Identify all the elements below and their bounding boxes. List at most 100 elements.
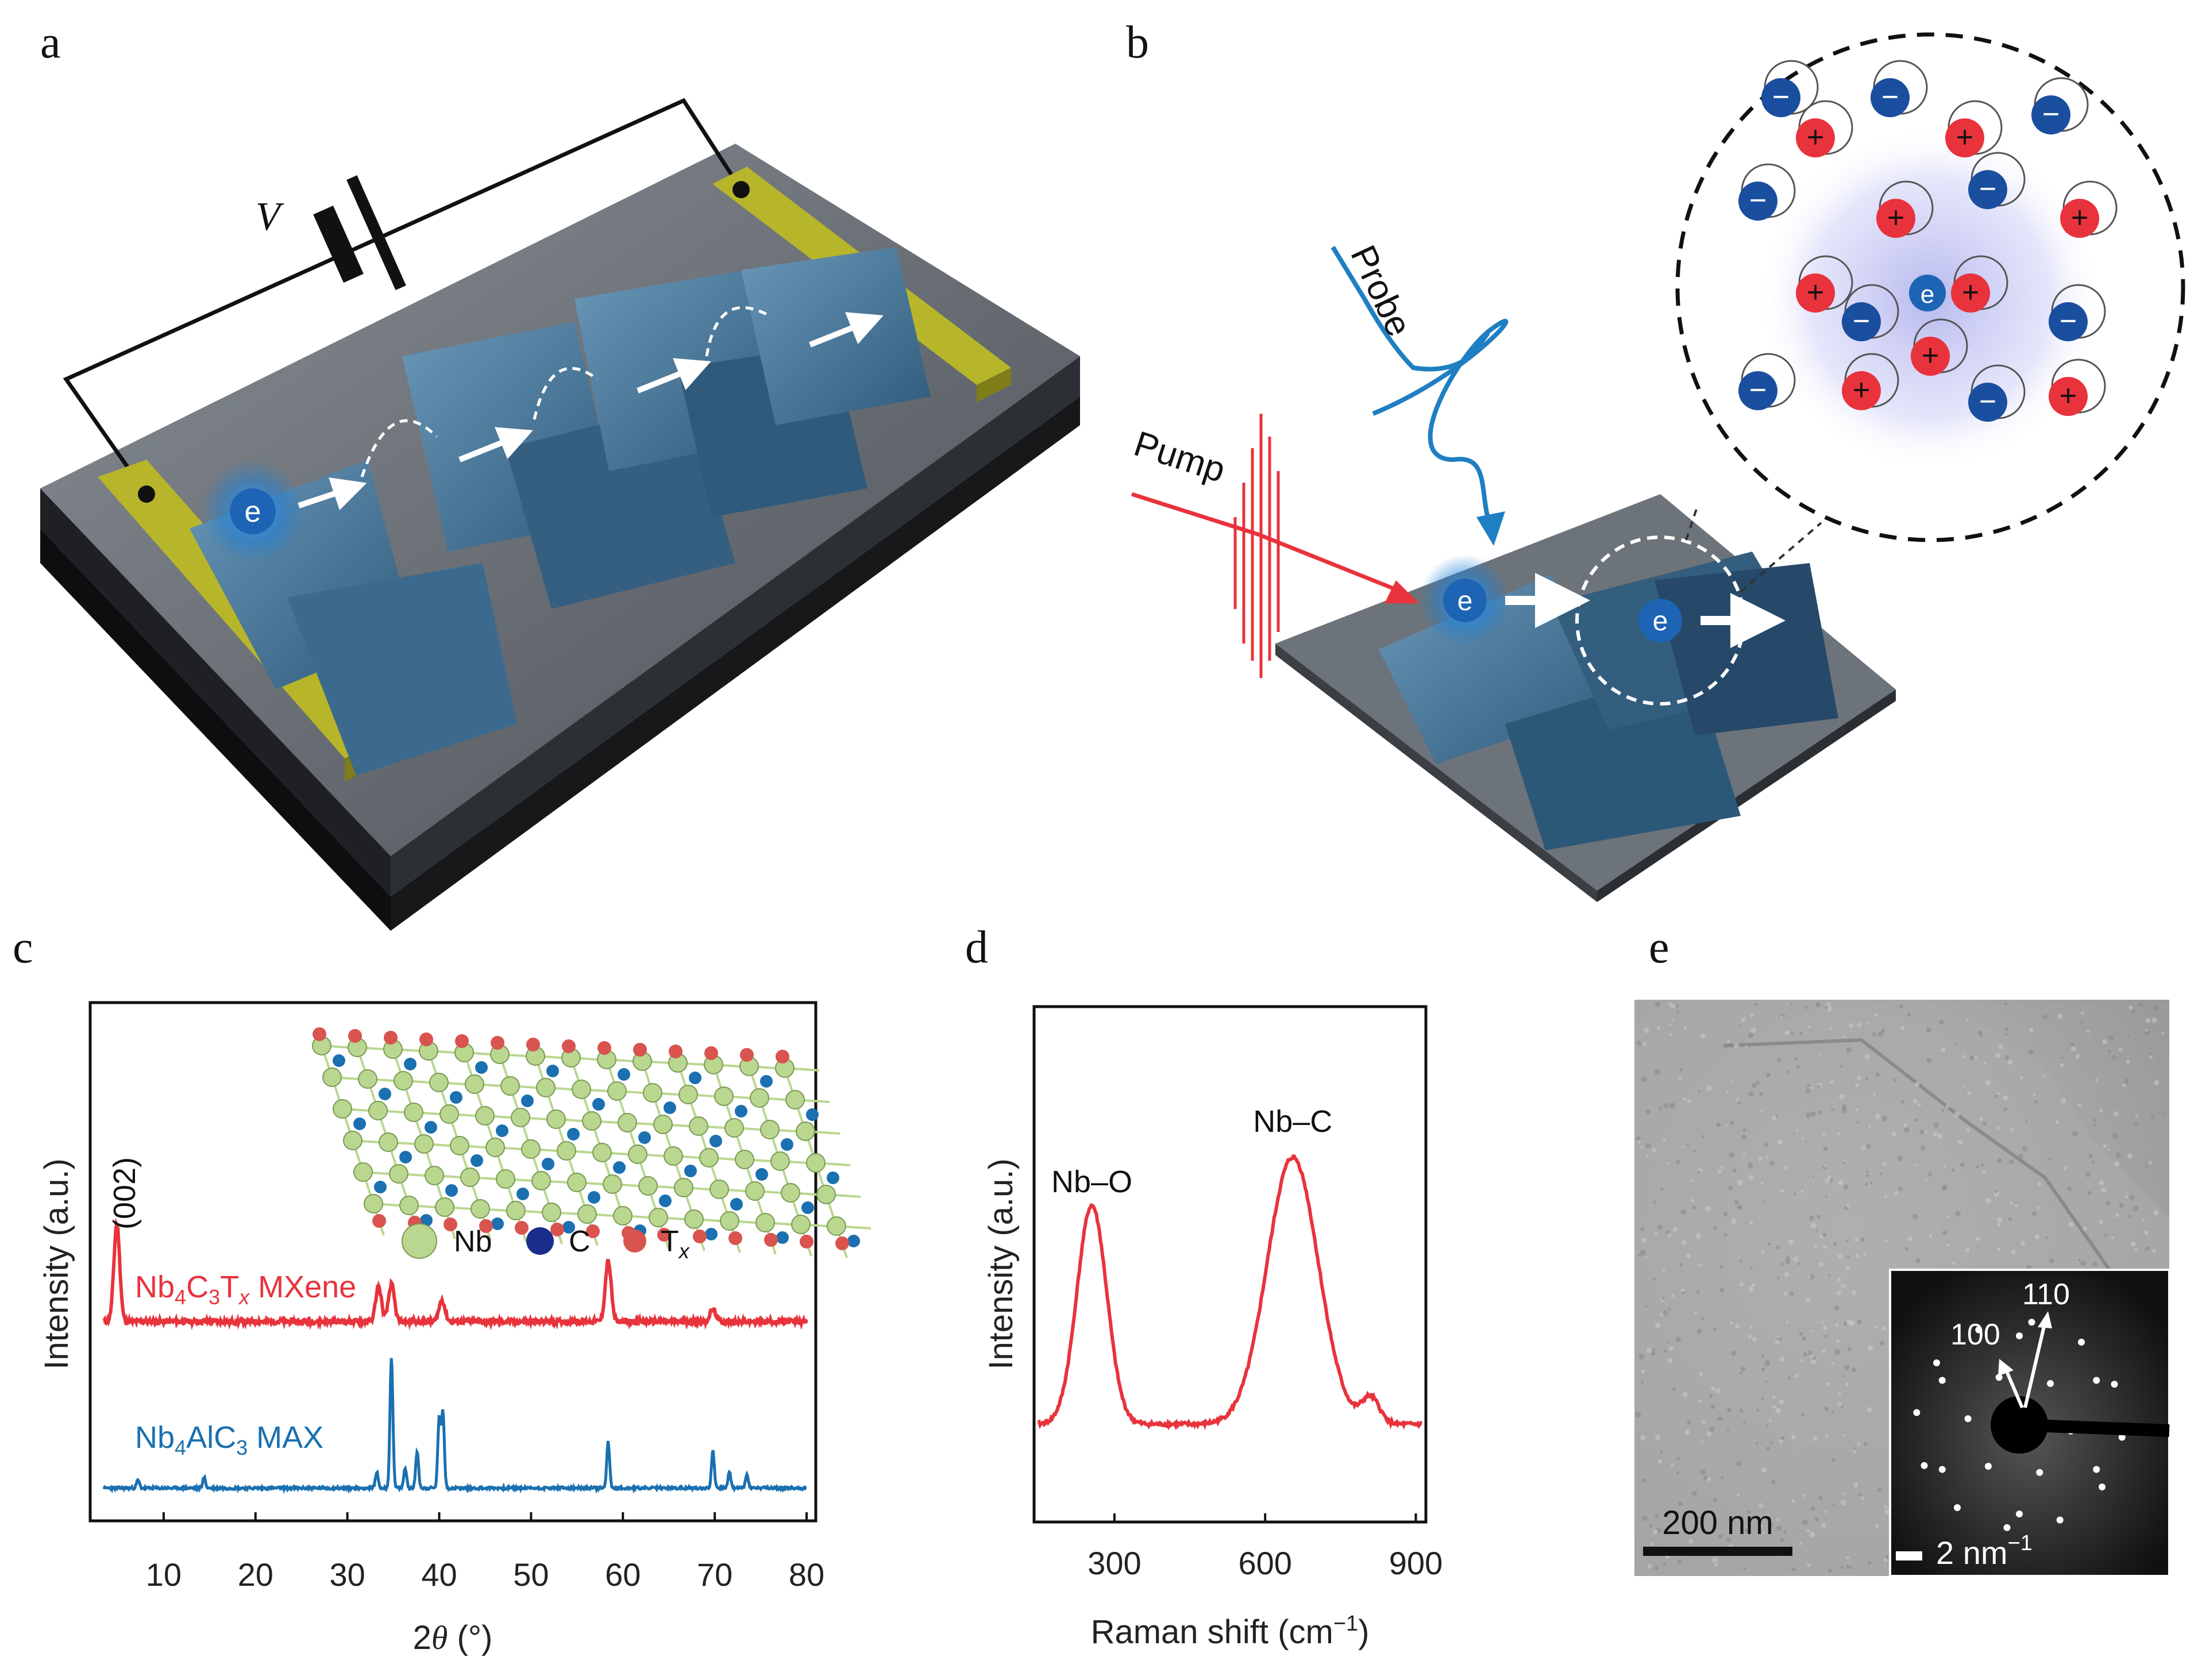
tem-grain: [1827, 1175, 1831, 1179]
tem-grain: [1976, 1165, 1980, 1169]
anion: [1761, 78, 1800, 117]
pump-pulse: [1233, 414, 1280, 678]
tem-grain: [1796, 1065, 1800, 1069]
tem-grain: [1800, 1190, 1804, 1193]
tem-grain: [1677, 1559, 1682, 1564]
tem-grain: [1809, 1274, 1814, 1280]
tem-grain: [1652, 1148, 1656, 1153]
tem-grain: [1954, 1042, 1957, 1045]
tem-grain: [1825, 1434, 1829, 1438]
cation: [1951, 273, 1990, 313]
c-atom: [445, 1184, 458, 1197]
tem-grain: [1654, 1069, 1660, 1075]
tem-grain: [1732, 1168, 1737, 1173]
tem-grain: [1748, 1091, 1754, 1097]
tem-grain: [1668, 1162, 1671, 1165]
tem-grain: [1951, 1168, 1955, 1172]
cation: [1842, 371, 1881, 410]
tem-grain: [1790, 1291, 1794, 1296]
tem-grain: [2034, 1234, 2040, 1240]
nb-atom: [485, 1138, 505, 1157]
nb-atom: [531, 1171, 551, 1190]
tem-grain: [1884, 1505, 1888, 1509]
tem-grain: [1662, 1269, 1665, 1272]
tem-grain: [1726, 1537, 1732, 1543]
substrate-b-side2: [1597, 689, 1896, 902]
tem-grain: [1678, 1501, 1683, 1506]
plot-c-legend-max: Nb4AlC3 MAX: [135, 1420, 323, 1459]
tem-grain: [1994, 1190, 1998, 1193]
tem-grain: [1761, 1250, 1765, 1254]
tem-grain: [1897, 1155, 1903, 1161]
tem-grain: [1985, 1080, 1991, 1086]
electron-a: [230, 488, 276, 534]
tem-grain: [1837, 1290, 1842, 1296]
tx-atom: [728, 1231, 742, 1245]
tem-grain: [1823, 1146, 1828, 1151]
tem-grain: [2099, 1220, 2104, 1224]
tem-grain: [1786, 1320, 1789, 1324]
tx-atom: [562, 1039, 576, 1053]
tem-grain: [1658, 1107, 1662, 1111]
tem-grain: [1853, 1482, 1858, 1488]
tem-grain: [2107, 1049, 2111, 1053]
tem-grain: [1995, 1053, 2001, 1058]
nb-atom: [404, 1103, 423, 1122]
tem-grain: [1748, 1335, 1752, 1339]
atom-legend: Nb C Tx: [402, 1223, 691, 1263]
tem-grain: [1941, 1108, 1945, 1112]
tem-grain: [1745, 1045, 1748, 1048]
tem-grain: [1844, 1185, 1849, 1190]
cation-sign: +: [1956, 121, 1973, 154]
nb-atom: [364, 1194, 383, 1213]
tem-grain: [1929, 1234, 1933, 1238]
nb-atom: [750, 1088, 769, 1108]
plot-d-tick-label: 900: [1389, 1545, 1443, 1581]
tem-grain: [1915, 1258, 1921, 1263]
tem-grain: [2153, 1005, 2158, 1011]
tem-grain: [1794, 1447, 1797, 1450]
tx-atom: [313, 1027, 326, 1041]
tem-grain: [1791, 1567, 1796, 1571]
ion-lattice: −+−+−−+−++−+−−++−+: [1738, 60, 2118, 422]
tem-grain: [1668, 1346, 1673, 1351]
cation-sign: +: [2071, 201, 2088, 234]
tem-grain: [1855, 1108, 1859, 1112]
nb-atom: [389, 1164, 408, 1184]
tem-grain: [1881, 1028, 1885, 1032]
tem-grain: [1727, 1408, 1732, 1412]
tem-grain: [1960, 1162, 1965, 1167]
tem-grain: [1653, 1529, 1658, 1534]
c-atom: [471, 1154, 483, 1167]
voltage-label: V: [256, 195, 284, 239]
tem-grain: [1771, 1479, 1776, 1485]
tem-grain: [1834, 1349, 1841, 1355]
diffraction-spot: [1954, 1504, 1961, 1511]
nb-atom: [425, 1166, 444, 1185]
tem-grain: [1759, 1503, 1764, 1508]
electron-zoom: [1909, 275, 1946, 311]
tem-grain: [1743, 1567, 1746, 1570]
tem-grain: [1942, 1184, 1948, 1190]
tx-atom: [835, 1236, 849, 1250]
panel-e-letter: e: [1649, 922, 1669, 973]
tem-grain: [1791, 1032, 1795, 1036]
tem-grain: [1692, 1490, 1697, 1496]
diffraction-spot: [1995, 1374, 2003, 1381]
tx-atom: [740, 1048, 754, 1062]
tem-grain: [1665, 1230, 1669, 1234]
tem-grain: [2063, 1166, 2067, 1170]
tem-grain: [1814, 1517, 1819, 1522]
cation: [2060, 199, 2099, 238]
tem-grain: [1807, 1025, 1811, 1029]
c-atom: [684, 1165, 697, 1177]
tem-grain: [1667, 1341, 1669, 1344]
tem-grain: [1679, 1068, 1683, 1072]
tem-grain: [2072, 1131, 2079, 1136]
tem-grain: [2009, 1159, 2014, 1164]
tem-grain: [1719, 1265, 1723, 1269]
tem-grain: [2145, 1018, 2151, 1023]
plot-c-xlabel: 2θ (°): [413, 1619, 493, 1656]
